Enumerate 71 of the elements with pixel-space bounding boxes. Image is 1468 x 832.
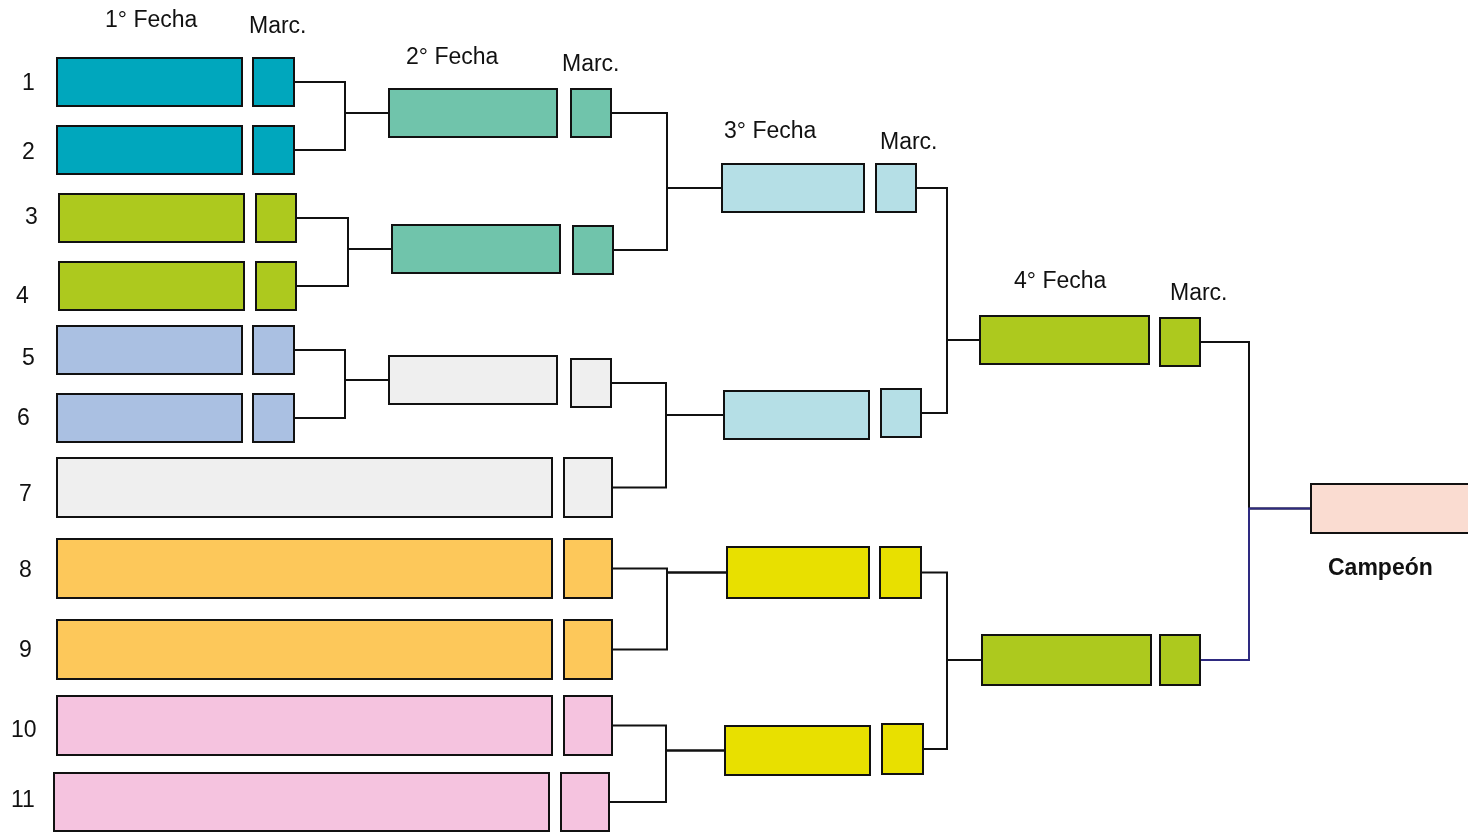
team-name-box [56,695,553,756]
row-number: 7 [19,482,32,505]
row-number: 6 [17,406,30,429]
bracket-line [294,379,389,419]
row-number: 1 [22,71,35,94]
score-heading: Marc. [249,14,307,37]
row-number: 4 [16,284,29,307]
row-number: 11 [11,788,35,811]
team-name-box [979,315,1150,365]
score-box [879,546,922,599]
team-name-box [391,224,561,274]
score-box [252,325,295,375]
row-number: 9 [19,638,32,661]
team-name-box [56,619,553,680]
row-number: 8 [19,558,32,581]
team-name-box [724,725,871,776]
team-name-box [388,88,558,138]
team-name-box [388,355,558,405]
row-number: 10 [11,718,37,741]
row-number: 5 [22,346,35,369]
score-box [563,457,613,518]
team-name-box [726,546,870,599]
score-box [560,772,610,832]
team-name-box [56,325,243,375]
team-name-box [53,772,550,832]
team-name-box [981,634,1152,686]
score-box [875,163,917,213]
champion-box [1310,483,1468,534]
score-box [563,619,613,680]
score-box [255,193,297,243]
score-heading: Marc. [1170,281,1228,304]
row-number: 3 [25,205,38,228]
score-box [572,225,614,275]
score-box [1159,317,1201,367]
score-box [1159,634,1201,686]
score-box [255,261,297,311]
score-box [563,695,613,756]
score-heading: Marc. [562,52,620,75]
bracket-line [613,187,722,251]
team-name-box [56,57,243,107]
team-name-box [56,393,243,443]
team-name-box [58,261,245,311]
round-heading: 2° Fecha [406,45,499,68]
bracket-line [612,571,727,651]
score-box [252,393,295,443]
score-box [570,88,612,138]
score-box [880,388,922,438]
team-name-box [56,457,553,518]
team-name-box [723,390,870,440]
score-heading: Marc. [880,130,938,153]
score-box [570,358,612,408]
score-box [252,57,295,107]
bracket-line [923,659,982,750]
round-heading: 4° Fecha [1014,269,1107,292]
bracket-line [609,749,725,803]
score-box [563,538,613,599]
champion-caption: Campeón [1328,556,1433,579]
team-name-box [56,125,243,175]
bracket-line [294,112,389,151]
bracket-line [1200,507,1311,661]
round-heading: 3° Fecha [724,119,817,142]
team-name-box [56,538,553,599]
bracket-line [296,248,392,287]
score-box [252,125,295,175]
round-heading: 1° Fecha [105,8,198,31]
score-box [881,723,924,775]
bracket-line [612,414,724,489]
bracket-line [921,339,980,414]
team-name-box [58,193,245,243]
team-name-box [721,163,865,213]
row-number: 2 [22,140,35,163]
